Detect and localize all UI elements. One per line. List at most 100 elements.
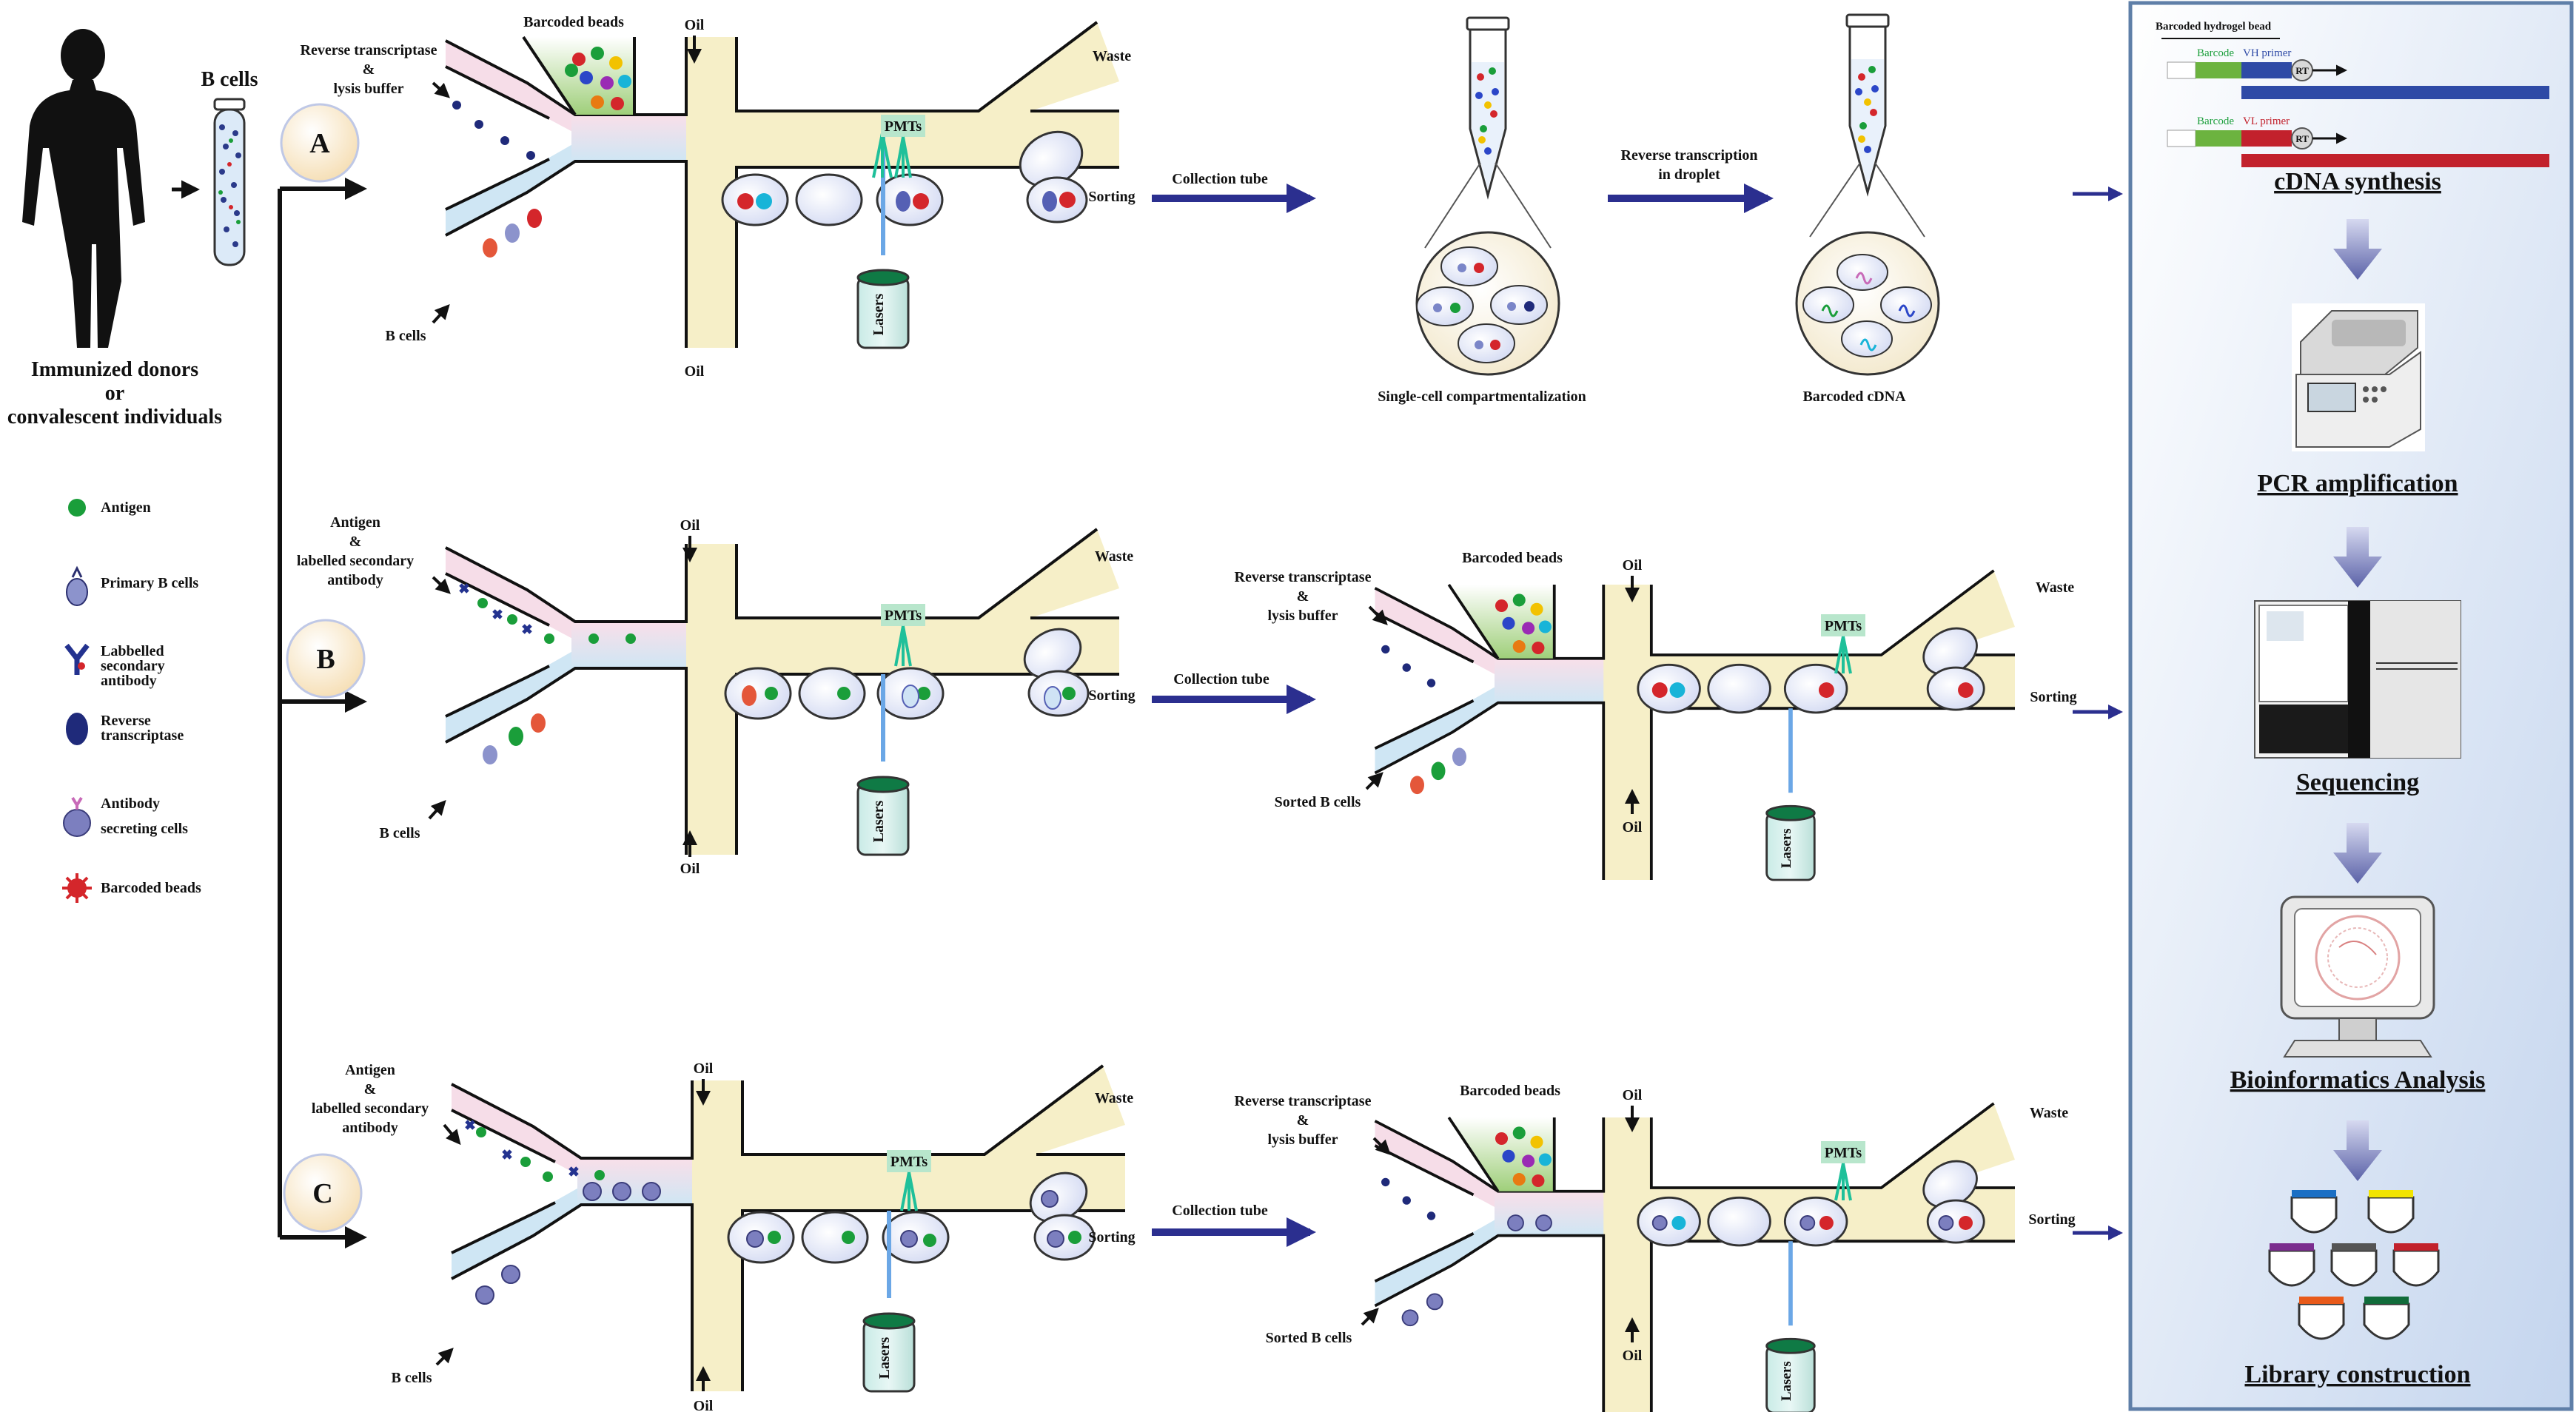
vl-barcode-text: Barcode [2197,115,2234,127]
route-c-circle: C [283,1153,363,1233]
chip-a-rt-3: lysis buffer [334,81,404,97]
legend: Antigen Primary B cells Labbelled second… [62,499,201,903]
chip-c2-oil-top: Oil [1623,1087,1643,1103]
legend-primary-b-cells: Primary B cells [101,575,198,591]
donor-figure [22,29,145,348]
bead-cluster [565,47,631,110]
collection-tube-a-label: Collection tube [1172,171,1268,187]
chip-a-rt-1: Reverse transcriptase [301,42,437,58]
vh-primer-text: VH primer [2243,47,2291,59]
pmts-b: PMTs [881,604,925,667]
step-arrow [2333,1120,2382,1181]
pcr-machine-icon [2292,303,2425,451]
chip-a-oil-top: Oil [685,17,705,33]
step-arrow [2333,219,2382,280]
pmts-c2: PMTs [1821,1141,1865,1201]
lasers-unit [856,269,910,349]
pmts-c-label: PMTs [890,1154,928,1170]
lasers-unit [862,1312,916,1393]
rt-droplet-label-1: Reverse transcription [1621,147,1758,164]
chip-a-rt-2: & [363,61,375,78]
chip-b-sorting: Sorting [1088,687,1135,704]
step-sequencing: Sequencing [2296,769,2419,796]
chip-a-waste: Waste [1093,48,1131,64]
sequencer-icon [2254,600,2461,759]
legend-asc-2: secreting cells [101,821,188,837]
barcoded-cdna-label: Barcoded cDNA [1802,389,1906,405]
barcoded-cdna-circle [1795,231,1940,376]
pmts-b2-label: PMTs [1825,618,1862,634]
chip-b2-sorted-bcells: Sorted B cells [1275,794,1361,810]
chip-b2-oil-bottom: Oil [1623,819,1643,836]
antibody-secreting-cell-icon [63,796,91,837]
chip-b-antigen-3: labelled secondary [297,553,414,569]
donors-title-2: or [105,382,124,405]
vl-rt-text: RT [2295,133,2309,144]
collection-tube-b-label: Collection tube [1173,671,1269,687]
chip-b2-waste: Waste [2036,579,2074,596]
primary-b-cell-icon [66,565,88,606]
chip-a-bcells: B cells [386,328,426,344]
pmts-b2: PMTs [1821,614,1865,674]
bcells-label: B cells [201,68,258,91]
chip-b2-rt-1: Reverse transcriptase [1235,569,1372,585]
chip-b2-rt-3: lysis buffer [1268,608,1338,624]
chip-c2-rt-2: & [1297,1112,1309,1129]
legend-rt-2: transcriptase [101,727,184,744]
route-b-label: B [316,644,335,675]
chip-b-antigen-1: Antigen [330,514,380,531]
chip-c2-sorting: Sorting [2028,1211,2075,1228]
legend-antigen: Antigen [101,500,151,516]
single-cell-label: Single-cell compartmentalization [1378,389,1586,405]
donors-title-1: Immunized donors [31,358,198,381]
chip-b2-barcoded-beads: Barcoded beads [1462,550,1563,566]
pmts-c2-label: PMTs [1825,1145,1862,1161]
single-cell-compartment-circle [1415,231,1560,376]
legend-rt-1: Reverse [101,713,151,729]
chip-a-lasers: Lasers [871,293,887,335]
chip-b2-lasers: Lasers [1779,828,1794,868]
barcoded-bead-icon [62,873,92,903]
collection-tube-arrow-a: Collection tube [1152,171,1316,213]
chip-b: Lasers [437,528,1121,856]
route-c-label: C [312,1178,332,1209]
rt-droplet-label-2: in droplet [1658,167,1720,183]
chip-c: Lasers [443,1064,1127,1393]
chip-b2-rt-2: & [1297,588,1309,605]
chip-c-antigen-4: antibody [342,1120,398,1136]
chip-a-sorting: Sorting [1088,189,1135,205]
chip-b-waste: Waste [1095,548,1133,565]
secondary-antibody-icon [64,643,90,675]
donors-title-3: convalescent individuals [7,406,222,428]
chip-c2-oil-bottom: Oil [1623,1348,1643,1364]
bcell-tube-icon [213,98,246,266]
route-a-label: A [309,128,330,159]
chip-c2-rt-1: Reverse transcriptase [1235,1093,1372,1109]
legend-secondary-3: antibody [101,673,157,689]
hydrogel-bead-label: Barcoded hydrogel bead [2156,21,2272,33]
step-arrow [2333,527,2382,588]
rt-droplet-arrow: Reverse transcription in droplet [1608,147,1774,213]
chip-c2: Lasers [1366,1102,2016,1412]
chip-c2-sorted-bcells: Sorted B cells [1266,1330,1352,1346]
chip-c-antigen-2: & [364,1081,377,1097]
route-a-circle: A [280,103,360,183]
pmts-unit [872,132,893,178]
collection-tube-arrow-b: Collection tube [1152,671,1316,714]
step-library-construction: Library construction [2244,1361,2470,1388]
vl-primer-text: VL primer [2243,115,2290,127]
vh-rt-text: RT [2295,65,2309,76]
chip-c-oil-top: Oil [694,1060,714,1077]
chip-b-antigen-4: antibody [327,572,383,588]
chip-c-antigen-1: Antigen [345,1062,395,1078]
antigen-icon [68,499,86,517]
pmts-c: PMTs [887,1150,931,1211]
chip-c-antigen-3: labelled secondary [312,1100,429,1117]
collection-tube-c-label: Collection tube [1172,1203,1268,1219]
chip-c2-waste: Waste [2030,1105,2068,1121]
chip-c-lasers: Lasers [876,1337,893,1379]
step-cdna-synthesis: cDNA synthesis [2274,168,2441,195]
chip-c2-barcoded-beads: Barcoded beads [1460,1083,1560,1099]
route-b-circle: B [286,619,366,699]
vh-barcode-text: Barcode [2197,47,2234,59]
